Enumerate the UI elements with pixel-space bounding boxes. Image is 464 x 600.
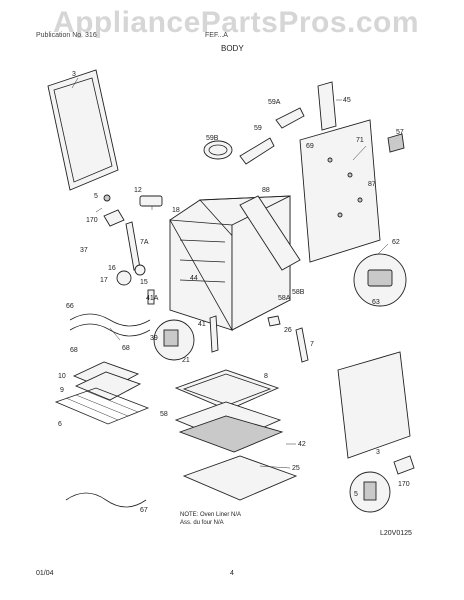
callout: 26 [284, 327, 292, 334]
callout: 6 [58, 421, 62, 428]
callout: 170 [398, 481, 410, 488]
broil-element [65, 492, 147, 508]
callout: 66 [66, 303, 74, 310]
callout: 42 [298, 441, 306, 448]
bracket-170-left [103, 209, 125, 227]
callout: 69 [306, 143, 314, 150]
callout: 10 [58, 373, 66, 380]
callout: 71 [356, 137, 364, 144]
callout: 17 [100, 277, 108, 284]
drawing-code: L20V0125 [380, 530, 412, 537]
oven-body [169, 195, 291, 332]
switch-assembly [116, 264, 146, 286]
strip-41 [209, 315, 219, 353]
callout: 58A [278, 295, 291, 302]
part-12 [139, 195, 163, 207]
callout: 45 [343, 97, 351, 104]
detail-5-right [349, 471, 391, 513]
callout: 3 [376, 449, 380, 456]
callout: 62 [392, 239, 400, 246]
callout: 25 [292, 465, 300, 472]
callout: 44 [190, 275, 198, 282]
callout: 59A [268, 99, 281, 106]
callout: 37 [80, 247, 88, 254]
callout: 59 [254, 125, 262, 132]
callout: 21 [182, 357, 190, 364]
fan-59b [203, 140, 233, 160]
screw-5-left [103, 194, 111, 202]
part-41a [147, 289, 155, 305]
callout-labels: 3 45 59A 57 59 71 59B 69 87 12 5 88 170 … [58, 71, 410, 514]
callout: 5 [94, 193, 98, 200]
callout: 5 [354, 491, 358, 498]
callout: 88 [262, 187, 270, 194]
callout: 18 [172, 207, 180, 214]
part-57 [387, 133, 405, 153]
callout: 8 [264, 373, 268, 380]
callout: 68 [122, 345, 130, 352]
callout: 15 [140, 279, 148, 286]
callout: 87 [368, 181, 376, 188]
strip-7 [295, 327, 309, 363]
model-label: FEF...A [205, 32, 228, 39]
detail-62 [353, 253, 407, 307]
side-panel-right [337, 351, 411, 459]
callout: 12 [134, 187, 142, 194]
note-line-1: NOTE: Oven Liner N/A [180, 512, 242, 518]
leader-lines [71, 77, 389, 469]
note-line-2: Ass. du four N/A [180, 520, 224, 526]
broiler-pan [72, 361, 142, 401]
rear-panel [299, 119, 381, 263]
bracket-170-right [393, 455, 415, 475]
callout: 58 [160, 411, 168, 418]
callout: 7 [310, 341, 314, 348]
callout: 57 [396, 129, 404, 136]
publication-label: Publication No. 316 [36, 32, 97, 39]
callout: 41 [198, 321, 206, 328]
callout: 58B [292, 289, 305, 296]
section-title: BODY [221, 44, 244, 53]
callout: 7A [140, 239, 149, 246]
bake-element [69, 313, 151, 337]
part-26 [267, 315, 281, 327]
callout: 67 [140, 507, 148, 514]
callout: 63 [372, 299, 380, 306]
strip-7a [125, 221, 141, 271]
callout: 41A [146, 295, 159, 302]
callout: 39 [150, 335, 158, 342]
detail-39-21 [153, 319, 195, 361]
callout: 16 [108, 265, 116, 272]
door-panels [174, 369, 284, 453]
bracket-45 [317, 81, 337, 131]
watermark: AppliancePartsPros.com [52, 6, 420, 39]
callout: 9 [60, 387, 64, 394]
side-panel-left [47, 69, 119, 191]
strip-59 [239, 137, 275, 165]
callout: 59B [206, 135, 219, 142]
callout: 3 [72, 71, 76, 78]
strip-59a [275, 107, 305, 129]
bottom-tray [182, 455, 298, 501]
footer-page-number: 4 [230, 570, 234, 577]
footer-date: 01/04 [36, 570, 54, 577]
front-frame-88 [239, 195, 301, 271]
callout: 68 [70, 347, 78, 354]
oven-rack [54, 387, 150, 425]
callout: 170 [86, 217, 98, 224]
